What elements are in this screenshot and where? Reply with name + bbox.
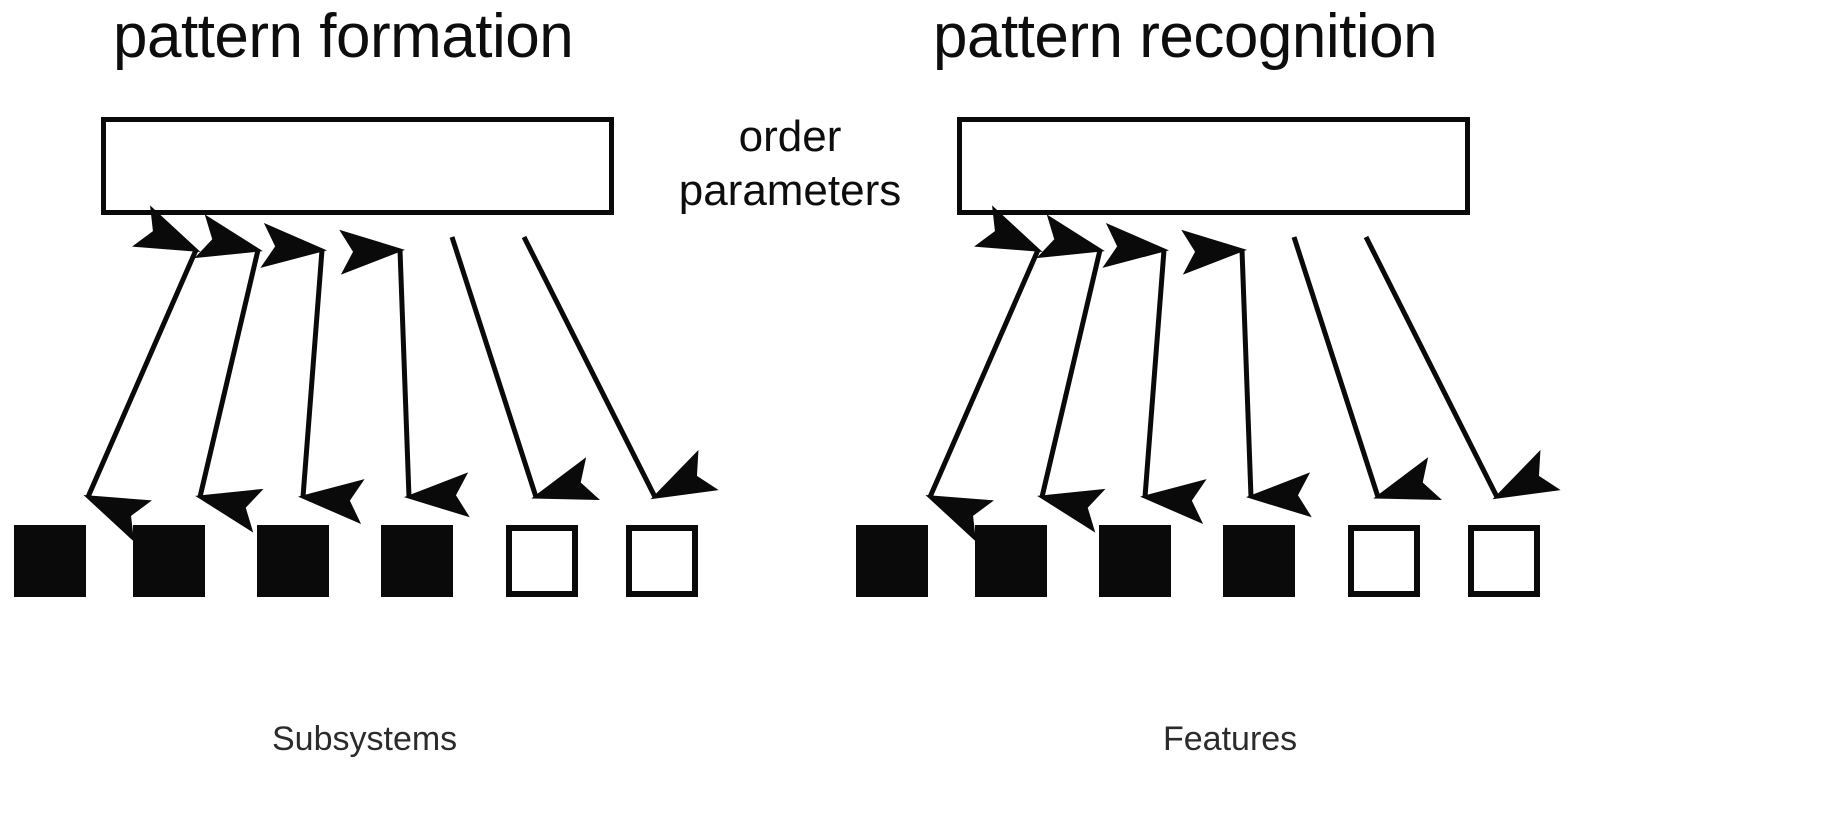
node-square-subsystem-2 [133,525,205,597]
node-square-feature-6 [1468,525,1540,597]
node-square-subsystem-3 [257,525,329,597]
panel-title-pattern-formation: pattern formation [113,2,574,71]
node-square-feature-3 [1099,525,1171,597]
connector-left-1 [83,205,201,542]
node-square-feature-4 [1223,525,1295,597]
connector-right-5 [1291,236,1443,500]
connector-left-5 [449,236,601,500]
group-caption-features: Features [1163,720,1298,758]
group-caption-subsystems: Subsystems [272,720,458,758]
connector-right-4 [1181,229,1312,518]
connector-left-6 [521,235,719,500]
connector-left-4 [339,229,470,518]
connector-right-3 [1102,222,1207,525]
connector-right-1 [925,205,1043,542]
order-parameter-box-pattern-recognition [957,117,1470,215]
connector-right-2 [1036,214,1106,533]
connector-right-6 [1363,235,1561,500]
order-parameters-line-1: order [738,112,842,161]
connector-left-2 [194,214,264,533]
node-square-subsystem-5 [506,525,578,597]
order-parameters-line-2: parameters [678,165,902,215]
node-square-feature-5 [1348,525,1420,597]
order-parameter-box-pattern-formation [101,117,614,215]
order-parameters-label: order parameters [640,110,940,217]
connector-left-3 [260,222,365,525]
node-square-subsystem-6 [626,525,698,597]
node-square-feature-2 [975,525,1047,597]
node-square-subsystem-4 [381,525,453,597]
node-square-feature-1 [856,525,928,597]
node-square-subsystem-1 [14,525,86,597]
panel-title-pattern-recognition: pattern recognition [933,2,1438,71]
